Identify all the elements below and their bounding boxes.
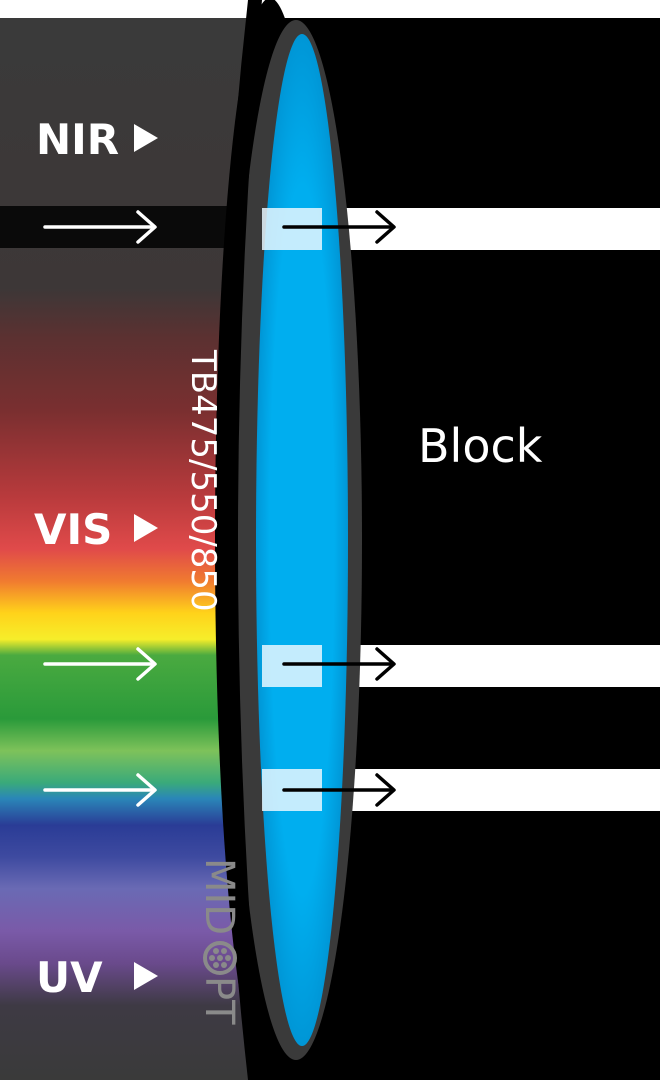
lens-beam-glow bbox=[262, 208, 322, 250]
filter-model-label: TB475/550/850 bbox=[183, 349, 223, 612]
pass-label: Pass bbox=[417, 207, 506, 253]
block-label: Block bbox=[418, 419, 543, 473]
svg-text:MID: MID bbox=[196, 858, 242, 935]
filter-lens bbox=[256, 34, 348, 1046]
pass-label: Pass bbox=[417, 769, 506, 815]
input-arrow bbox=[43, 210, 157, 244]
output-arrow bbox=[282, 773, 396, 807]
vis-pointer-icon bbox=[134, 514, 158, 542]
band-label-vis: VIS bbox=[34, 505, 112, 554]
uv-pointer-icon bbox=[134, 962, 158, 990]
band-label-nir: NIR bbox=[36, 115, 119, 164]
brand-logo: MID PT bbox=[196, 858, 242, 1025]
lens-logo-icon bbox=[203, 941, 237, 975]
input-arrow bbox=[43, 773, 157, 807]
svg-text:PT: PT bbox=[196, 976, 242, 1025]
lens-beam-glow bbox=[262, 645, 322, 687]
input-arrow bbox=[43, 647, 157, 681]
output-arrow bbox=[282, 210, 396, 244]
output-arrow bbox=[282, 647, 396, 681]
filter-ring-front bbox=[218, 0, 262, 1080]
nir-pointer-icon bbox=[134, 124, 158, 152]
band-label-uv: UV bbox=[36, 953, 103, 1002]
pass-label: Pass bbox=[417, 644, 506, 690]
